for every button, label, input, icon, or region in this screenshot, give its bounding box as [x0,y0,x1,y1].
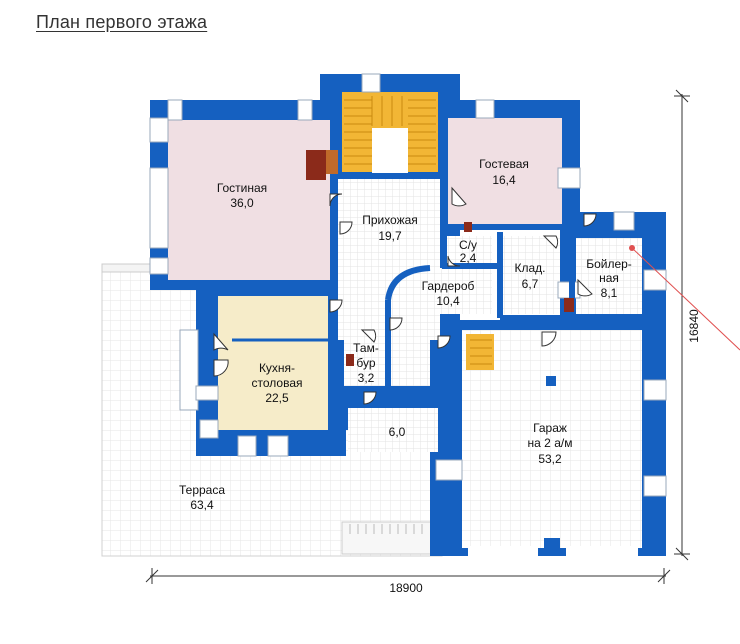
wardrobe-area: 10,4 [436,294,460,308]
wc-area: 2,4 [460,251,477,265]
doors [213,186,597,405]
hall-area: 19,7 [378,229,402,243]
vestibule-name-1: Там- [353,341,379,355]
garage-area: 53,2 [538,452,562,466]
kitchen-name-1: Кухня- [259,361,295,375]
vestibule-name-2: бур [356,356,375,370]
wardrobe-name: Гардероб [422,279,475,293]
wc-name: С/у [459,238,477,252]
kitchen-area: 22,5 [265,391,289,405]
wc-floor [446,236,492,264]
dimension-height [674,89,690,561]
chimneys [306,150,574,366]
garage-gates [468,546,638,558]
vestibule-area: 3,2 [358,371,375,385]
guest-room-area: 16,4 [492,173,516,187]
terrace-area: 63,4 [190,498,214,512]
room-6-area: 6,0 [389,425,406,439]
boiler-name-1: Бойлер- [586,257,632,271]
plan-title: План первого этажа [36,12,208,32]
living-room-floor [168,120,330,280]
room-6-floor [348,408,438,452]
guest-room-name: Гостевая [479,157,529,171]
pointer-dot [629,245,635,251]
garage-name-1: Гараж [533,421,567,435]
garage-name-2: на 2 а/м [528,436,573,450]
garage-bollard [544,538,560,552]
dimension-width-label: 18900 [389,581,423,595]
dimension-width [145,568,671,584]
windows [149,73,667,497]
kitchen-floor [218,296,328,430]
pointer-line [631,247,740,351]
interior-walls [330,173,648,407]
room-floors [168,92,642,548]
guest-room-floor [448,118,562,224]
storage-area: 6,7 [522,277,539,291]
room-labels: Гостиная 36,0 Гостевая 16,4 Прихожая 19,… [179,157,632,512]
boiler-name-2: ная [599,271,619,285]
garage-column [546,376,556,386]
wardrobe-arc-wall [385,265,431,301]
hall-name: Прихожая [362,213,418,227]
storage-name: Клад. [514,261,545,275]
stair-treads [344,96,492,365]
dimension-height-label: 16840 [687,309,701,343]
boiler-area: 8,1 [601,286,618,300]
storage-floor [502,236,560,314]
living-room-name: Гостиная [217,181,267,195]
kitchen-name-2: столовая [252,376,303,390]
living-room-area: 36,0 [230,196,254,210]
terrace-name: Терраса [179,483,225,497]
